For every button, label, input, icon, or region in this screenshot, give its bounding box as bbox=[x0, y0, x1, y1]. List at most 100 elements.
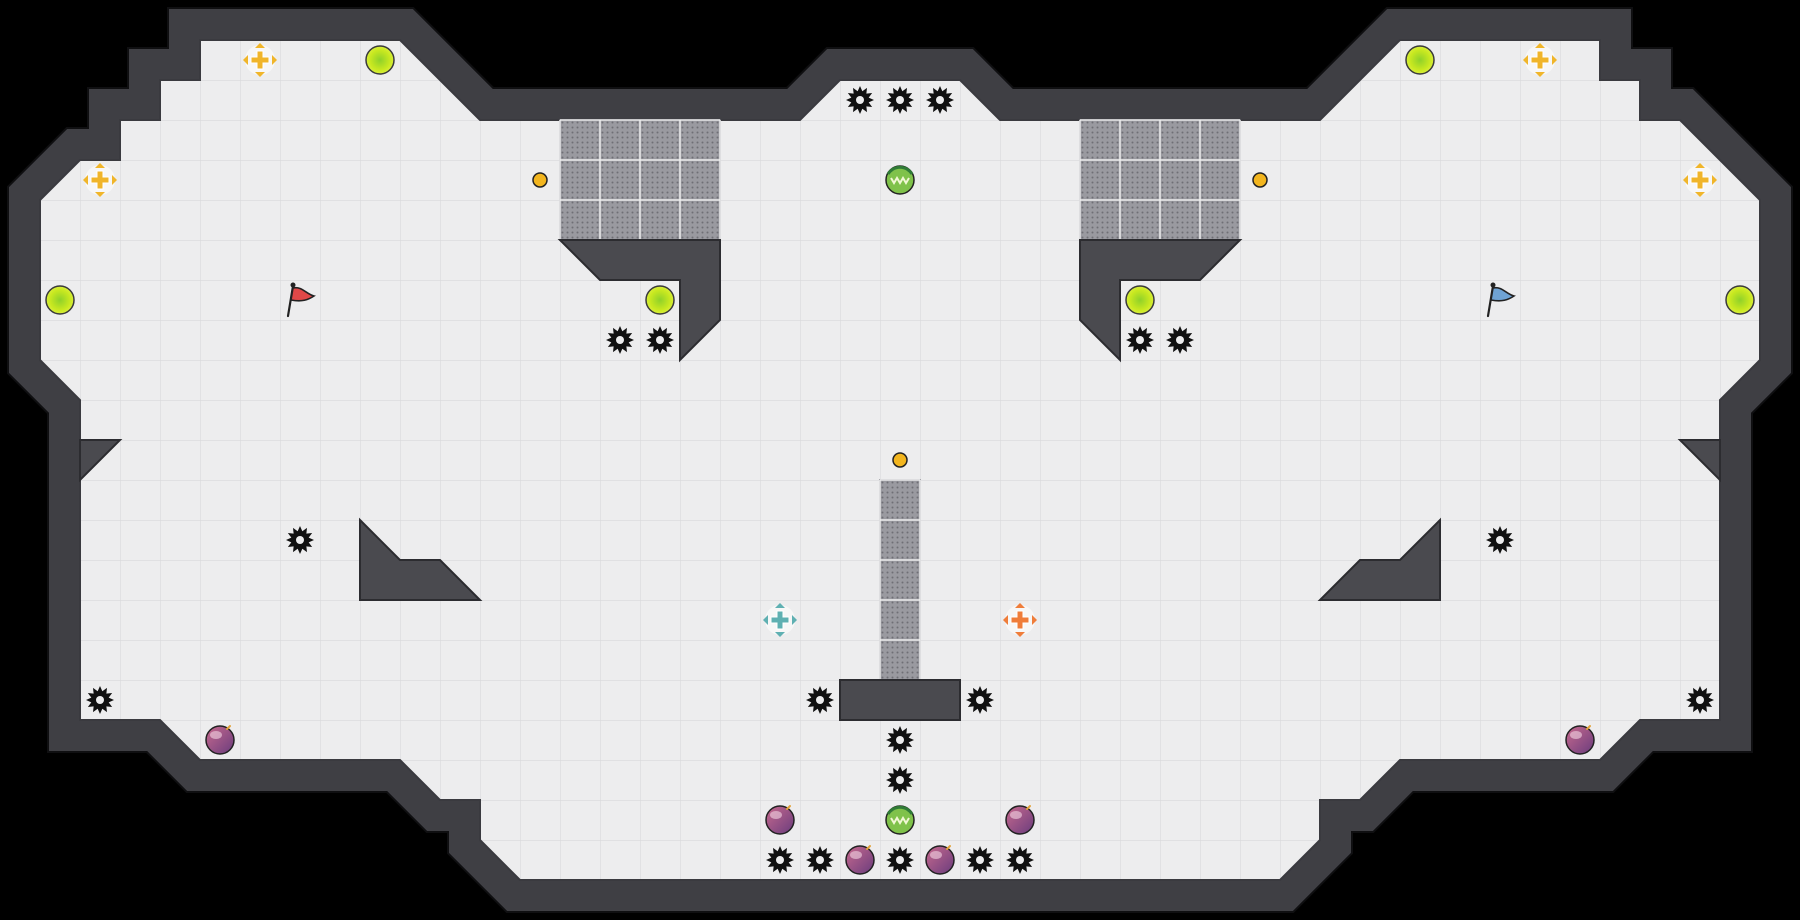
spike-icon bbox=[966, 686, 994, 714]
wall-upper-right-bracket bbox=[1079, 239, 1243, 363]
spike-hub bbox=[1696, 696, 1704, 704]
obstacle-layer bbox=[79, 119, 1721, 721]
bomb-body bbox=[205, 725, 235, 755]
bomb-body bbox=[925, 845, 955, 875]
spike-hub bbox=[896, 776, 904, 784]
gate-upper-left bbox=[559, 119, 721, 241]
powerup-icon bbox=[645, 285, 675, 315]
blue-spawn-icon-cross bbox=[770, 610, 790, 630]
flag-icon bbox=[286, 282, 316, 318]
bomb-body bbox=[845, 845, 875, 875]
blue-spawn-icon-arrow bbox=[763, 615, 768, 625]
neutral-boost-icon-arrow bbox=[1535, 72, 1545, 77]
pellet-dot bbox=[1252, 172, 1268, 188]
spike-hub bbox=[936, 96, 944, 104]
spike-icon bbox=[766, 846, 794, 874]
red-spawn-icon bbox=[1003, 603, 1037, 637]
spike-hub bbox=[816, 856, 824, 864]
spike-icon bbox=[1486, 526, 1514, 554]
bomb-fuse bbox=[226, 725, 231, 730]
powerup-disc bbox=[45, 285, 75, 315]
neutral-boost-icon-arrow bbox=[243, 55, 248, 65]
spike-icon bbox=[646, 326, 674, 354]
spike-hub bbox=[1136, 336, 1144, 344]
powerup-disc bbox=[1125, 285, 1155, 315]
spike-hub bbox=[656, 336, 664, 344]
neutral-boost-icon-cross bbox=[1690, 170, 1710, 190]
gate-upper-right bbox=[1079, 119, 1241, 241]
spike-icon bbox=[806, 686, 834, 714]
neutral-boost-icon bbox=[1683, 163, 1717, 197]
red-spawn-icon-arrow bbox=[1015, 603, 1025, 608]
neutral-boost-icon-arrow bbox=[1552, 55, 1557, 65]
bomb-fuse bbox=[946, 845, 951, 850]
neutral-boost-icon-cross bbox=[90, 170, 110, 190]
spike-hub bbox=[776, 856, 784, 864]
team-boost-rim bbox=[886, 165, 914, 175]
spike-icon bbox=[886, 846, 914, 874]
bomb-shine bbox=[930, 851, 942, 859]
wall-left-notch bbox=[79, 439, 123, 483]
bomb-fuse bbox=[1586, 725, 1591, 730]
neutral-boost-icon-cross bbox=[250, 50, 270, 70]
pellet-dot bbox=[892, 452, 908, 468]
bomb-icon bbox=[1565, 725, 1595, 755]
wall-center-base bbox=[839, 679, 961, 721]
neutral-boost-icon-arrow bbox=[255, 72, 265, 77]
neutral-boost-icon-arrow bbox=[1695, 163, 1705, 168]
bomb-shine bbox=[770, 811, 782, 819]
bomb-body bbox=[1565, 725, 1595, 755]
red-spawn-icon-arrow bbox=[1003, 615, 1008, 625]
spike-icon bbox=[1126, 326, 1154, 354]
spike-icon bbox=[806, 846, 834, 874]
wall-right-notch bbox=[1677, 439, 1721, 483]
neutral-boost-icon-arrow bbox=[95, 192, 105, 197]
flag-cloth bbox=[1490, 286, 1516, 302]
spike-icon bbox=[1686, 686, 1714, 714]
team-boost-rim bbox=[886, 805, 914, 815]
team-boost-zigzag bbox=[890, 176, 910, 185]
spike-hub bbox=[976, 856, 984, 864]
spike-hub bbox=[816, 696, 824, 704]
bomb-icon bbox=[845, 845, 875, 875]
neutral-boost-icon bbox=[1523, 43, 1557, 77]
flag-icon bbox=[1486, 282, 1516, 318]
neutral-boost-icon-arrow bbox=[272, 55, 277, 65]
neutral-boost-icon-arrow bbox=[1523, 55, 1528, 65]
powerup-icon bbox=[1405, 45, 1435, 75]
pellet-dot bbox=[532, 172, 548, 188]
gate-center-column-fill bbox=[879, 479, 921, 681]
gate-center-column bbox=[879, 479, 921, 681]
powerup-disc bbox=[1725, 285, 1755, 315]
bomb-shine bbox=[850, 851, 862, 859]
neutral-boost-icon-arrow bbox=[1695, 192, 1705, 197]
neutral-boost-icon bbox=[83, 163, 117, 197]
bomb-fuse bbox=[866, 845, 871, 850]
blue-spawn-icon-arrow bbox=[775, 603, 785, 608]
red-spawn-icon-arrow bbox=[1032, 615, 1037, 625]
neutral-boost-icon-arrow bbox=[1683, 175, 1688, 185]
spike-icon bbox=[926, 86, 954, 114]
bomb-fuse bbox=[786, 805, 791, 810]
bomb-shine bbox=[1570, 731, 1582, 739]
neutral-boost-icon bbox=[243, 43, 277, 77]
neutral-boost-icon-arrow bbox=[112, 175, 117, 185]
powerup-icon bbox=[365, 45, 395, 75]
spike-icon bbox=[846, 86, 874, 114]
neutral-boost-icon-arrow bbox=[95, 163, 105, 168]
spike-hub bbox=[296, 536, 304, 544]
powerup-disc bbox=[1405, 45, 1435, 75]
neutral-boost-icon-arrow bbox=[83, 175, 88, 185]
bomb-body bbox=[765, 805, 795, 835]
wall-left-triangle bbox=[359, 517, 483, 601]
bomb-fuse bbox=[1026, 805, 1031, 810]
neutral-boost-icon-arrow bbox=[255, 43, 265, 48]
entity-layer bbox=[45, 43, 1755, 875]
wall-upper-left-bracket bbox=[557, 239, 721, 363]
spike-icon bbox=[606, 326, 634, 354]
spike-icon bbox=[886, 726, 914, 754]
spike-hub bbox=[1176, 336, 1184, 344]
spike-hub bbox=[856, 96, 864, 104]
flag-finial bbox=[290, 282, 296, 288]
blue-spawn-icon-arrow bbox=[775, 632, 785, 637]
